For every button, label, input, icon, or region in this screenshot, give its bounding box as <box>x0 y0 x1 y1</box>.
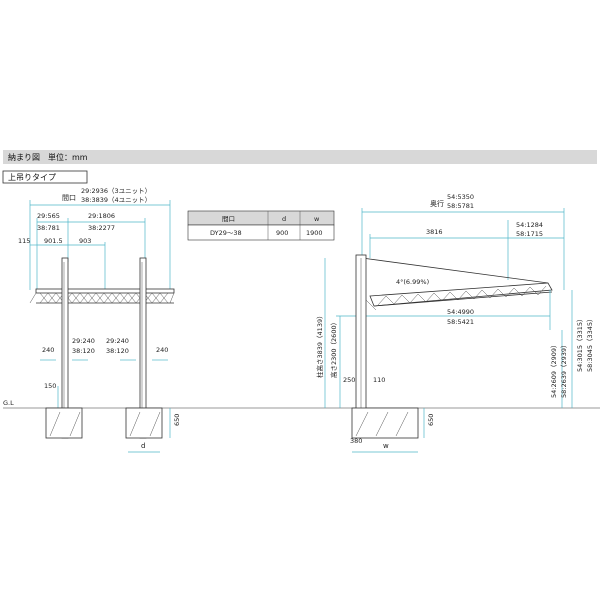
d-380: 380 <box>350 437 362 445</box>
clear-height-label: 高さ2300（2600） <box>329 319 338 378</box>
roof-end-left <box>29 292 37 304</box>
post-bracket <box>365 299 377 311</box>
roof-top-beam <box>35 288 175 294</box>
table-header-w: w <box>314 215 320 223</box>
d-38-120-b: 38:120 <box>106 347 129 355</box>
h-54-3015: 54:3015（3315） <box>576 315 584 372</box>
d-240-left: 240 <box>42 346 54 354</box>
d-3816: 3816 <box>426 228 443 236</box>
table-header-row <box>187 210 335 226</box>
depth-58: 58:5781 <box>447 202 474 210</box>
roof-truss-web-2 <box>39 292 169 304</box>
d-58-1715: 58:1715 <box>516 230 543 238</box>
d-38-2277: 38:2277 <box>88 224 115 232</box>
depth-54: 54:5350 <box>447 193 474 201</box>
foundation-right <box>125 407 163 439</box>
spec-table: 間口 d w DY29～38 900 1900 <box>187 210 335 241</box>
gl-label: G.L <box>3 399 14 407</box>
d-38-781: 38:781 <box>37 224 60 232</box>
d-58-5421: 58:5421 <box>447 318 474 326</box>
d-9015: 901.5 <box>44 237 63 245</box>
front-view: 間口 29:2936（3ユニット） 38:3839（4ユニット） 29:565 … <box>3 187 600 453</box>
d-150: 150 <box>44 382 56 390</box>
d-29-240-b: 29:240 <box>106 337 129 345</box>
d-29-240-a: 29:240 <box>72 337 95 345</box>
d-29-1806: 29:1806 <box>88 212 115 220</box>
roof-truss-web-side <box>377 285 547 306</box>
roof-bottom-side <box>373 291 553 307</box>
d-240-right: 240 <box>156 346 168 354</box>
d-54-4990: 54:4990 <box>447 308 474 316</box>
d-650-side: 650 <box>427 414 435 426</box>
d-650-front: 650 <box>173 414 181 426</box>
post-height-label: 柱高さ3839（4139） <box>315 312 324 378</box>
opening-29: 29:2936（3ユニット） <box>81 187 151 195</box>
table-header-d: d <box>282 215 286 223</box>
h-58-2639: 58:2639（2939） <box>560 341 568 398</box>
type-label-text: 上吊りタイプ <box>8 173 56 182</box>
title-bar <box>3 150 597 164</box>
d-250: 250 <box>343 376 355 384</box>
foundation-side-hatch <box>355 411 409 437</box>
roof-truss-web <box>39 292 169 304</box>
angle-label: 4°(6.99%) <box>396 278 429 286</box>
title-text: 納まり図 単位：mm <box>8 152 88 162</box>
opening-label: 間口 <box>62 194 76 202</box>
h-58-3045: 58:3045（3345） <box>586 315 594 372</box>
foundation-side <box>351 407 419 439</box>
foundation-left <box>45 407 83 439</box>
roof-beam <box>369 282 553 307</box>
d-110: 110 <box>373 376 385 384</box>
w-label: w <box>383 442 389 450</box>
table-row <box>187 224 335 241</box>
side-view: 奥行 54:5350 58:5781 3816 54:1284 58:1715 … <box>315 193 594 453</box>
h-54-2609: 54:2609（2909） <box>550 341 558 398</box>
opening-38: 38:3839（4ユニット） <box>81 196 151 204</box>
d-54-1284: 54:1284 <box>516 221 543 229</box>
type-label-box <box>2 170 88 184</box>
table-header-opening: 間口 <box>222 215 235 223</box>
table-cell-w: 1900 <box>306 229 323 237</box>
d-38-120-a: 38:120 <box>72 347 95 355</box>
d-29-565: 29:565 <box>37 212 60 220</box>
foundation-hatch <box>49 411 161 437</box>
tension-rod <box>361 257 549 284</box>
table-cell-model: DY29～38 <box>210 229 242 237</box>
table-cell-d: 900 <box>276 229 288 237</box>
roof-end-right <box>169 292 175 304</box>
d-label: d <box>141 442 145 450</box>
d-115: 115 <box>18 237 30 245</box>
d-903: 903 <box>79 237 91 245</box>
depth-label: 奥行 <box>430 199 444 208</box>
